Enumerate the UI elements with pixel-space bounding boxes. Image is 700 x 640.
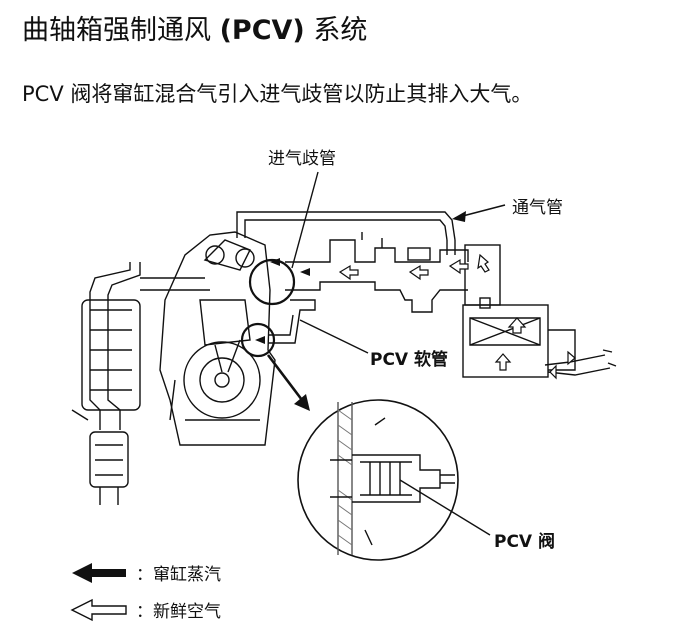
title-pre: 曲轴箱强制通风 <box>22 15 220 46</box>
breather-pipe <box>236 211 456 255</box>
pcv-callout-circle <box>240 322 276 358</box>
breather-pointer-arrow <box>452 204 506 222</box>
pcv-hose-leader <box>299 319 369 354</box>
title-bold: (PCV) <box>219 15 305 46</box>
title-post: 系统 <box>304 15 368 46</box>
detail-pointer-arrow <box>266 354 310 411</box>
pcv-valve-label: PCV 阀 <box>494 532 556 552</box>
outline-left-arrow-icon <box>70 598 127 621</box>
legend-fresh-air-label: ：新鲜空气 <box>136 602 221 622</box>
engine-block <box>159 231 276 446</box>
legend-blowby-label: ：窜缸蒸汽 <box>136 565 221 585</box>
intake-duct <box>285 232 469 313</box>
page-title: 曲轴箱强制通风 (PCV) 系统 <box>22 8 367 47</box>
breather-pipe-label: 通气管 <box>512 198 563 218</box>
intake-manifold-label: 进气歧管 <box>268 149 336 169</box>
pcv-hose-line <box>268 299 316 344</box>
pcv-valve-leader <box>399 479 491 536</box>
subtitle: PCV 阀将窜缸混合气引入进气歧管以防止其排入大气。 <box>22 82 533 106</box>
fresh-air-arrows <box>338 253 576 380</box>
pcv-valve-detail-circle <box>297 399 459 561</box>
intake-leader <box>291 171 319 269</box>
intake-callout-circle <box>248 258 296 306</box>
pcv-valve-detail <box>330 402 455 555</box>
legend-fresh-air: ：新鲜空气 <box>70 597 221 622</box>
pcv-hose-label: PCV 软管 <box>370 350 449 370</box>
legend-blowby: ：窜缸蒸汽 <box>70 560 221 585</box>
exhaust-system <box>71 262 210 505</box>
blow-by-arrows <box>255 258 310 344</box>
solid-left-arrow-icon <box>72 562 126 583</box>
